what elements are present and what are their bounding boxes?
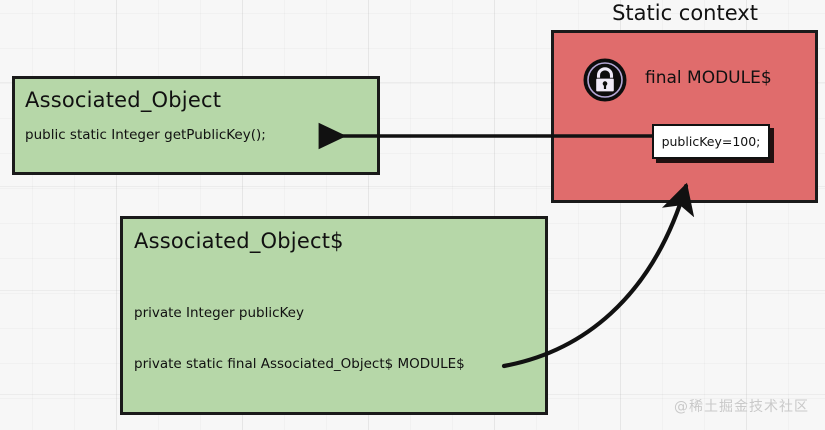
blank-line: [134, 407, 465, 424]
static-context-box: [551, 30, 818, 203]
associated-object-dollar-box: Associated_Object$ private Integer publi…: [120, 216, 548, 415]
publickey-value-text: publicKey=100;: [661, 134, 761, 149]
associated-object-box: Associated_Object public static Integer …: [12, 76, 380, 175]
field-line-1: private Integer publicKey: [134, 305, 304, 321]
lock-icon: [583, 58, 627, 102]
associated-object-dollar-title: Associated_Object$: [134, 229, 344, 253]
associated-object-dollar-members: private Integer publicKey private static…: [134, 271, 465, 430]
publickey-value-callout: publicKey=100;: [652, 124, 770, 159]
associated-object-title: Associated_Object: [25, 88, 222, 112]
associated-object-members: public static Integer getPublicKey();: [25, 127, 266, 143]
static-context-label: Static context: [612, 1, 758, 25]
watermark: @稀土掘金技术社区: [674, 399, 809, 415]
module-label: final MODULE$: [645, 68, 772, 88]
field-line-2: private static final Associated_Object$ …: [134, 356, 465, 372]
